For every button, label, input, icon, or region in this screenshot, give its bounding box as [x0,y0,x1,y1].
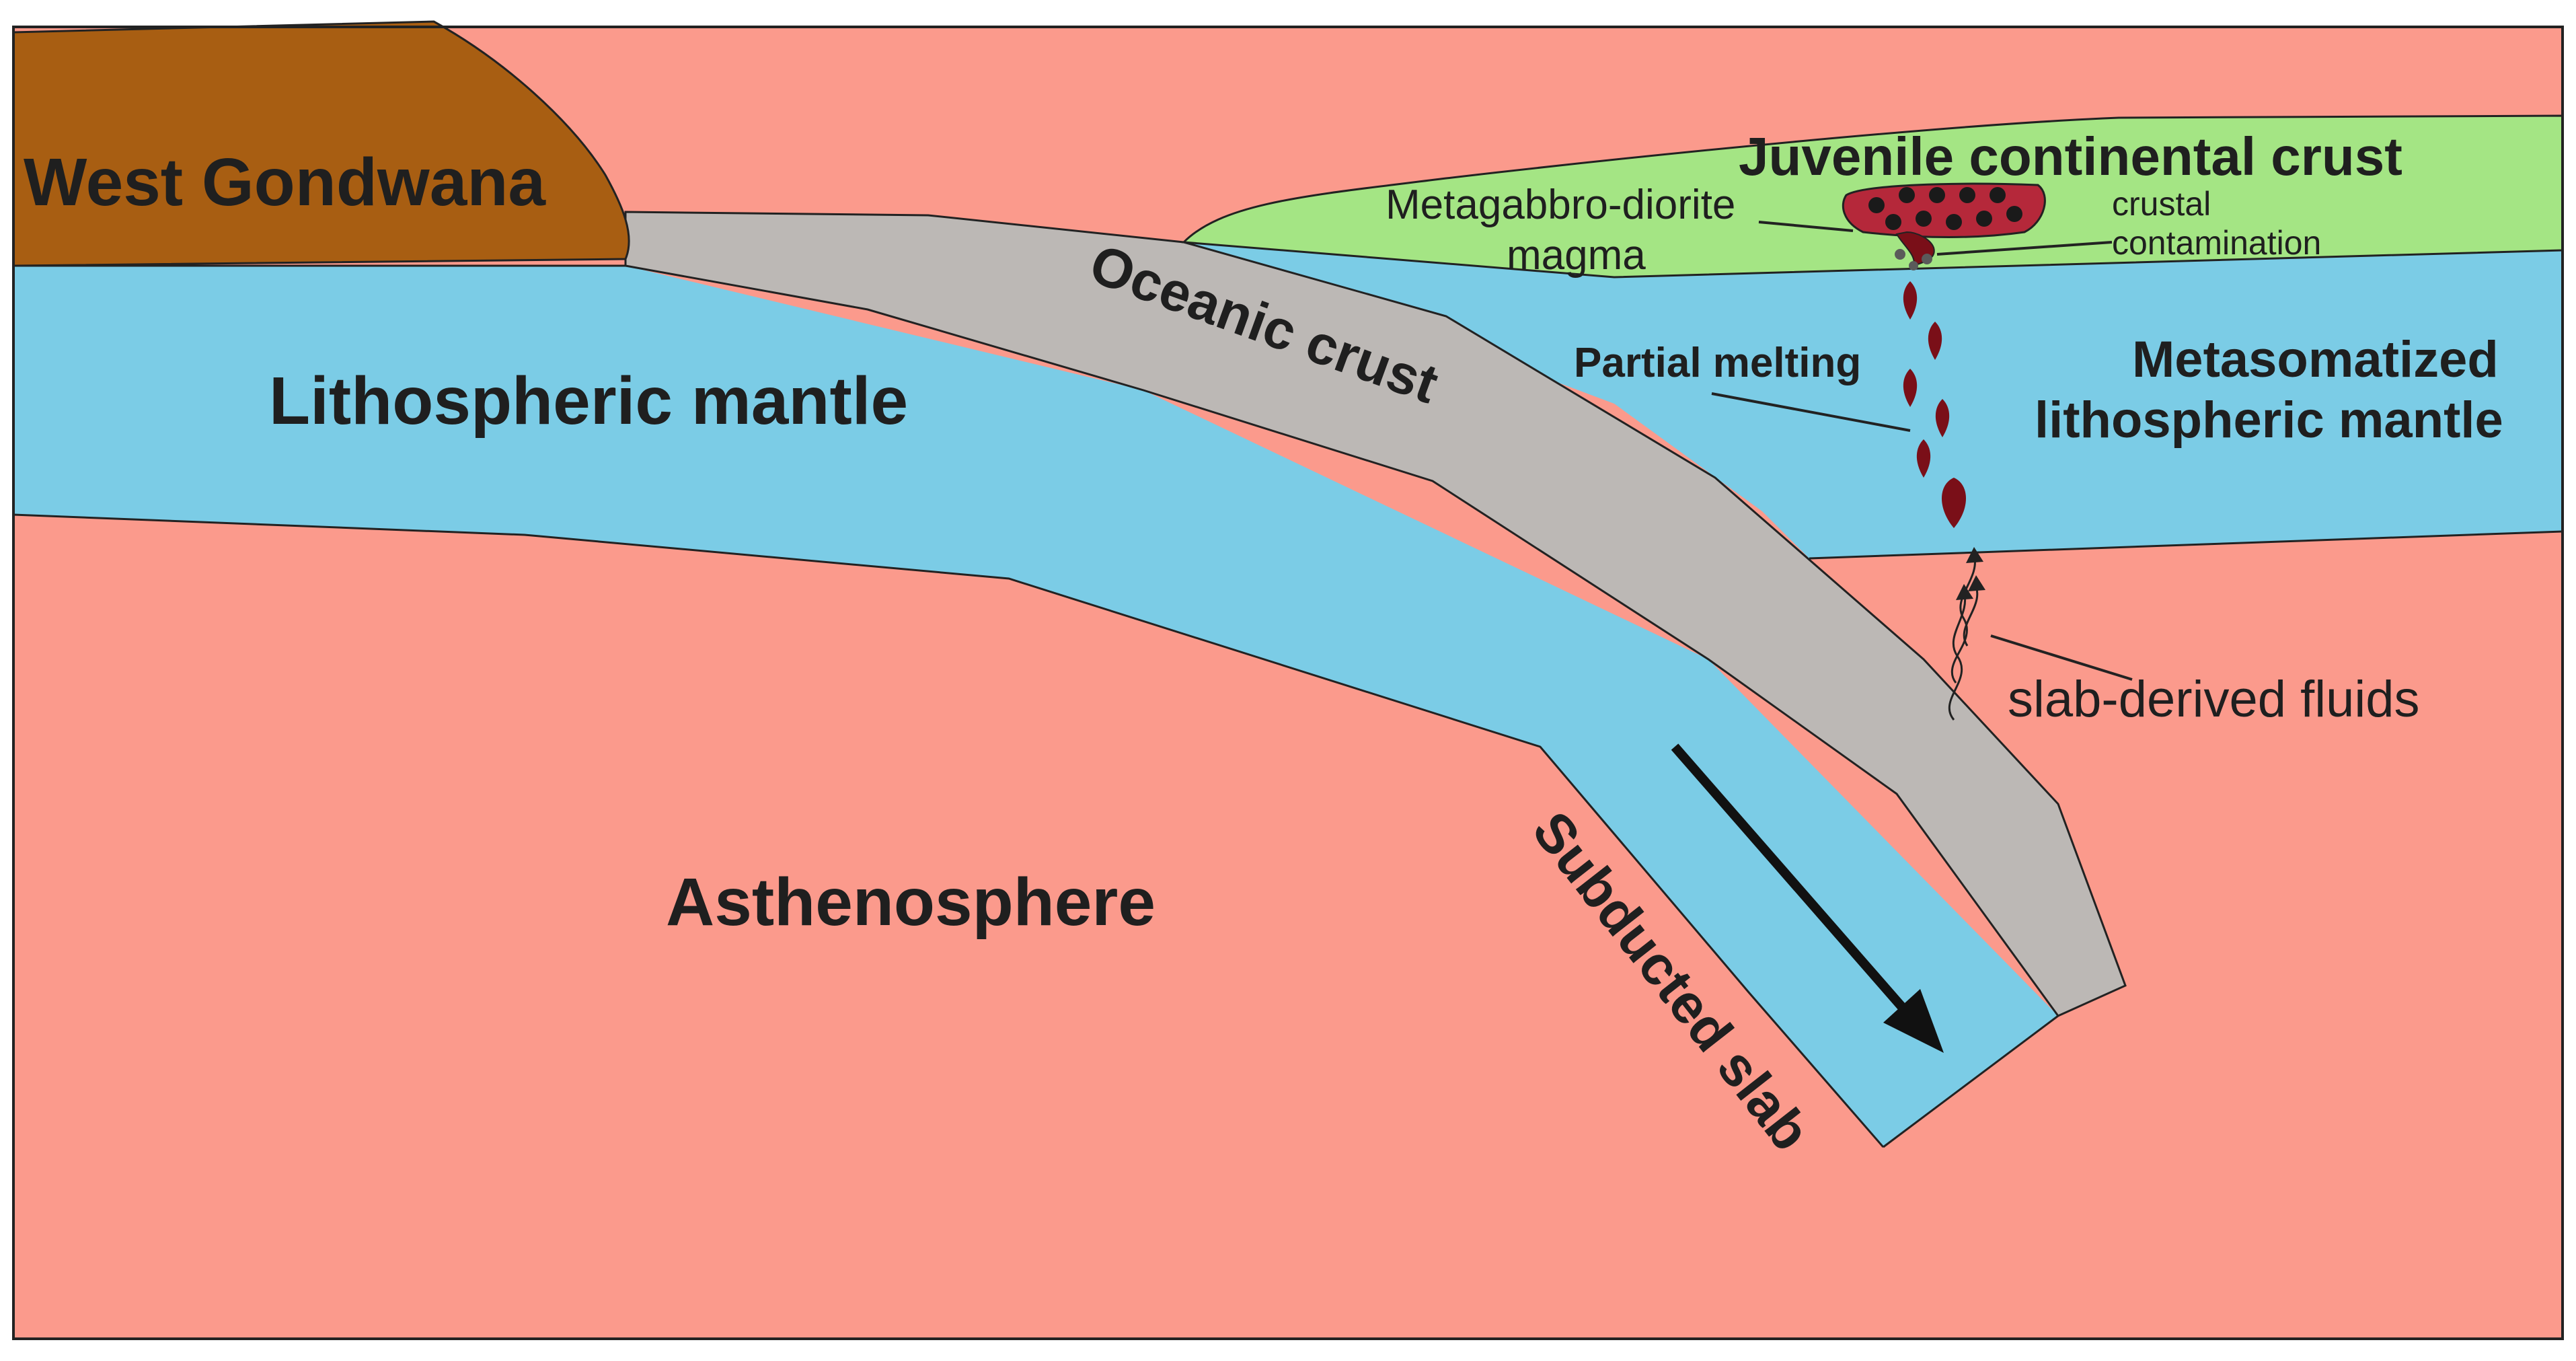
magma-body [1842,182,2046,270]
melt-drop-3 [1903,369,1918,407]
oceanic-crust-region [624,211,2127,1017]
label-lithospheric-mantle: Lithospheric mantle [269,363,908,439]
label-metasomatized-line2: lithospheric mantle [2035,392,2503,449]
label-metagabbro-line1: Metagabbro-diorite [1386,182,1735,228]
label-partial-melting: Partial melting [1574,340,1861,386]
label-crustal-line1: crustal [2112,185,2211,223]
slab-lower-boundary [13,513,1885,1148]
label-asthenosphere: Asthenosphere [666,865,1156,940]
label-west-gondwana: West Gondwana [24,145,546,220]
fluids-leader [1990,634,2133,681]
slab-fluid-arrowheads [1956,547,1985,600]
lithospheric-mantle-region [13,266,2058,1147]
diagram-frame [12,26,2564,1340]
melt-drop-6 [1941,478,1967,528]
west-gondwana-region [12,20,630,267]
melt-drop-2 [1928,322,1942,360]
contamination-leader [1936,241,2113,256]
subduction-arrow [1671,743,1944,1053]
label-crustal-line2: contamination [2112,224,2321,262]
label-juvenile-crust: Juvenile continental crust [1739,126,2402,186]
melt-drop-1 [1903,281,1918,320]
metasomatized-mantle-region [1184,242,2563,558]
label-metasomatized-line1: Metasomatized [2132,331,2499,388]
right-mantle-boundary [1809,530,2563,560]
leader-lines [1711,221,2133,681]
label-slab-fluids: slab-derived fluids [2008,671,2420,728]
melt-drops [1903,281,1967,528]
slab-bottom-edge [1883,1015,2059,1148]
melt-drop-4 [1935,399,1950,437]
metagabbro-leader [1758,221,1854,232]
partial-melting-leader [1711,392,1911,432]
melt-drop-5 [1916,439,1931,478]
label-metagabbro-line2: magma [1507,232,1646,279]
